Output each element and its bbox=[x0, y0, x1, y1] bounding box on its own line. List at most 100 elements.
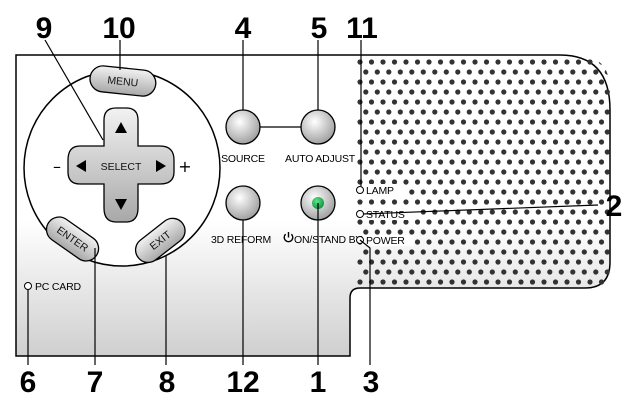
grille-hole bbox=[391, 99, 398, 105]
grille-hole bbox=[506, 139, 513, 145]
power-led-label: POWER bbox=[366, 235, 405, 247]
grille-hole bbox=[455, 249, 461, 255]
grille-hole bbox=[587, 99, 593, 105]
source-button[interactable] bbox=[225, 109, 261, 145]
grille-hole bbox=[391, 199, 398, 205]
grille-hole bbox=[466, 69, 472, 75]
grille-hole bbox=[518, 259, 524, 265]
grille-hole bbox=[449, 199, 455, 205]
menu-button[interactable]: MENU bbox=[89, 65, 157, 98]
grille-hole bbox=[535, 229, 541, 235]
grille-hole bbox=[558, 169, 564, 175]
grille-hole bbox=[409, 169, 415, 175]
grille-hole bbox=[512, 109, 518, 115]
grille-hole bbox=[604, 129, 610, 135]
grille-hole bbox=[581, 269, 587, 275]
grille-hole bbox=[363, 249, 369, 255]
grille-hole bbox=[420, 69, 426, 75]
exit-button[interactable]: EXIT bbox=[131, 213, 191, 267]
grille-hole bbox=[547, 129, 553, 135]
grille-hole bbox=[593, 189, 599, 195]
grille-hole bbox=[432, 209, 438, 215]
grille-hole bbox=[483, 199, 490, 205]
auto-adjust-button[interactable] bbox=[300, 109, 336, 145]
grille-hole bbox=[593, 129, 599, 135]
grille-hole bbox=[506, 279, 513, 285]
grille-hole bbox=[587, 139, 593, 145]
grille-hole bbox=[443, 129, 449, 135]
grille-hole bbox=[575, 239, 582, 245]
grille-hole bbox=[535, 89, 541, 95]
grille-hole bbox=[558, 109, 564, 115]
grille-hole bbox=[535, 169, 541, 175]
grille-hole bbox=[541, 59, 547, 65]
grille-hole bbox=[472, 99, 478, 105]
grille-hole bbox=[357, 159, 363, 165]
grille-hole bbox=[409, 129, 415, 135]
select-pad[interactable]: SELECT bbox=[67, 107, 175, 223]
grille-hole bbox=[501, 149, 507, 155]
grille-hole bbox=[483, 159, 490, 165]
3d-reform-button[interactable] bbox=[225, 185, 261, 221]
grille-hole bbox=[564, 279, 570, 285]
grille-hole bbox=[581, 209, 587, 215]
grille-hole bbox=[598, 199, 605, 205]
grille-hole bbox=[512, 269, 518, 275]
grille-hole bbox=[529, 199, 536, 205]
grille-hole bbox=[357, 79, 363, 85]
arrow-up-icon[interactable] bbox=[115, 122, 127, 133]
grille-hole bbox=[524, 109, 530, 115]
grille-hole bbox=[564, 259, 570, 265]
grille-hole bbox=[466, 109, 472, 115]
grille-hole bbox=[575, 159, 582, 165]
grille-hole bbox=[466, 249, 472, 255]
arrow-right-icon[interactable] bbox=[156, 160, 166, 172]
grille-hole bbox=[449, 259, 455, 265]
grille-hole bbox=[443, 89, 449, 95]
grille-hole bbox=[397, 149, 403, 155]
grille-hole bbox=[518, 119, 524, 125]
grille-hole bbox=[575, 119, 582, 125]
grille-hole bbox=[397, 89, 403, 95]
enter-button[interactable]: ENTER bbox=[42, 212, 104, 266]
grille-hole bbox=[460, 259, 467, 265]
grille-hole bbox=[357, 199, 363, 205]
grille-hole bbox=[495, 119, 501, 125]
grille-hole bbox=[397, 269, 403, 275]
grille-hole bbox=[529, 139, 536, 145]
grille-hole bbox=[547, 209, 553, 215]
grille-hole bbox=[501, 129, 507, 135]
grille-hole bbox=[363, 269, 369, 275]
grille-hole bbox=[604, 109, 610, 115]
grille-hole bbox=[483, 79, 490, 85]
grille-hole bbox=[409, 229, 415, 235]
grille-hole bbox=[455, 189, 461, 195]
grille-hole bbox=[552, 79, 559, 85]
grille-hole bbox=[483, 139, 490, 145]
grille-hole bbox=[478, 269, 484, 275]
grille-hole bbox=[598, 259, 605, 265]
grille-hole bbox=[409, 69, 415, 75]
grille-hole bbox=[426, 159, 432, 165]
grille-hole bbox=[529, 59, 536, 65]
grille-hole bbox=[414, 279, 421, 285]
arrow-down-icon[interactable] bbox=[115, 199, 127, 210]
grille-hole bbox=[455, 169, 461, 175]
grille-hole bbox=[587, 199, 593, 205]
grille-hole bbox=[524, 209, 530, 215]
grille-hole bbox=[604, 189, 610, 195]
grille-hole bbox=[547, 109, 553, 115]
grille-hole bbox=[541, 119, 547, 125]
grille-hole bbox=[397, 229, 403, 235]
arrow-left-icon[interactable] bbox=[76, 160, 86, 172]
grille-hole bbox=[397, 109, 403, 115]
grille-hole bbox=[386, 109, 392, 115]
grille-hole bbox=[570, 229, 576, 235]
grille-hole bbox=[506, 179, 513, 185]
grille-hole bbox=[529, 239, 536, 245]
grille-hole bbox=[449, 179, 455, 185]
grille-hole bbox=[518, 79, 524, 85]
grille-hole bbox=[368, 219, 375, 225]
leader-lines bbox=[27, 39, 599, 365]
